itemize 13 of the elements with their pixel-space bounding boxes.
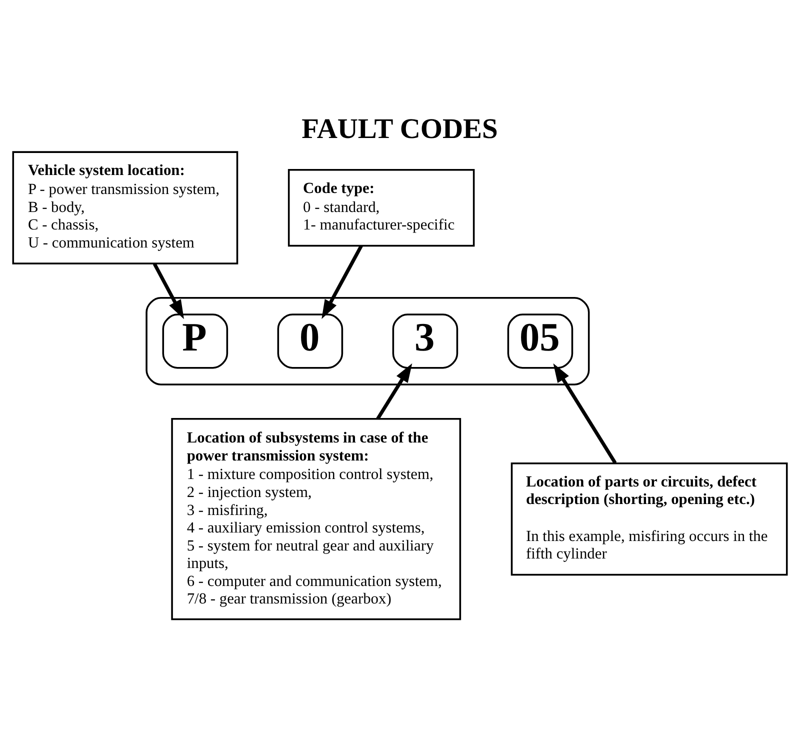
arrow bbox=[322, 244, 363, 319]
node-box: P bbox=[162, 314, 228, 369]
node-box: Code type: 0 - standard, 1- manufacturer-specific bbox=[288, 168, 475, 247]
node-box: Location of parts or circuits, defect description (shorting, opening etc.) In this example, misfiring occurs in the fifth cylinder bbox=[510, 462, 788, 576]
diagram-title: FAULT CODES bbox=[302, 114, 498, 146]
arrow bbox=[553, 363, 617, 464]
node-box: 05 bbox=[507, 314, 574, 369]
arrow bbox=[152, 262, 184, 320]
node-box: Location of subsystems in case of the power transmission system: 1 - mixture composition control system, 2 - injection system, 3 - misfiring, 4 - auxiliary emission control systems, 5 - system for neutral gear and auxiliary inputs, 6 - computer and communication system, 7/8 - gear transmission (gearbox) bbox=[171, 418, 462, 620]
node-box: Vehicle system location: P - power transmission system, B - body, C - chassis, U - communication system bbox=[12, 151, 238, 264]
node-box: 3 bbox=[392, 314, 458, 369]
arrow bbox=[376, 363, 412, 420]
node-box: 0 bbox=[277, 314, 344, 369]
